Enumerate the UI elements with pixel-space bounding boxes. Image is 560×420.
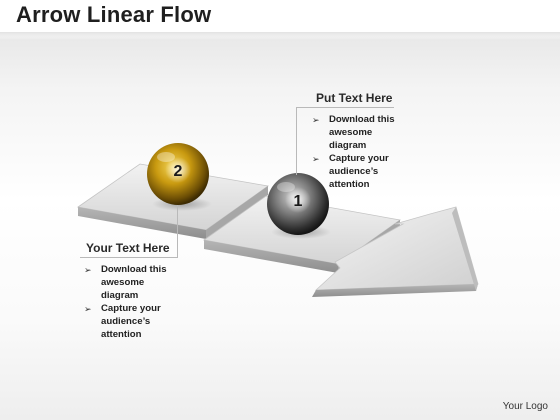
step-1-number: 1 [294, 193, 303, 210]
arrowhead-shape [312, 206, 479, 297]
step-2-heading: Your Text Here [86, 241, 170, 255]
title-underline-band [0, 32, 560, 38]
list-item: ➢Download this awesome diagram [84, 264, 167, 301]
step-2-heading-underline [80, 257, 178, 258]
slide-title: Arrow Linear Flow [16, 2, 212, 27]
step-1-heading-underline [296, 107, 394, 108]
list-item: ➢Capture your audience’s attention [312, 153, 389, 190]
arrowhead-bullet-icon: ➢ [312, 154, 320, 165]
list-item: ➢Download this awesome diagram [312, 114, 395, 151]
logo-placeholder: Your Logo [502, 401, 548, 412]
step-2-number: 2 [174, 163, 183, 180]
step-1-connector-line [296, 107, 297, 175]
arrowhead-bullet-icon: ➢ [312, 115, 320, 125]
step-1-bullet-list: ➢Download this awesome diagram ➢Capture … [312, 114, 422, 193]
arrowhead-bullet-icon: ➢ [84, 265, 92, 275]
step-2-ball: 2 [147, 143, 209, 205]
list-item: ➢Capture your audience’s attention [84, 303, 161, 340]
step-1-heading: Put Text Here [316, 91, 393, 105]
arrowhead-bullet-icon: ➢ [84, 304, 92, 315]
step-2-bullet-list: ➢Download this awesome diagram ➢Capture … [84, 264, 194, 343]
step-2-connector-line [177, 205, 178, 257]
step-1-ball: 1 [267, 173, 329, 235]
